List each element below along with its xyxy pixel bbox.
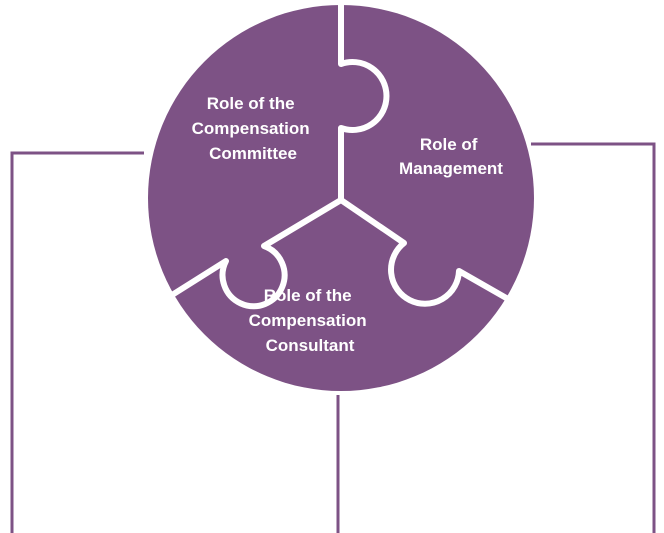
label-committee: Role of the Compensation Committee — [192, 94, 315, 163]
label-consultant-line-2: Compensation — [249, 311, 367, 330]
label-committee-line-1: Role of the — [207, 94, 295, 113]
puzzle-seams — [170, 0, 517, 310]
connector-line-left — [10, 151, 144, 533]
connector-line-right — [531, 142, 656, 533]
label-consultant: Role of the Compensation Consultant — [249, 286, 372, 355]
label-management-line-1: Role of — [420, 135, 478, 154]
label-consultant-line-1: Role of the — [264, 286, 352, 305]
puzzle-circle — [148, 0, 534, 391]
label-committee-line-3: Committee — [209, 144, 297, 163]
label-consultant-line-3: Consultant — [266, 336, 355, 355]
seam-left — [170, 197, 343, 310]
seam-right — [339, 197, 517, 307]
label-management-line-2: Management — [399, 159, 503, 178]
label-committee-line-2: Compensation — [192, 119, 310, 138]
label-management: Role of Management — [399, 135, 503, 178]
connector-lines — [10, 142, 656, 533]
seam-top — [338, 0, 390, 200]
